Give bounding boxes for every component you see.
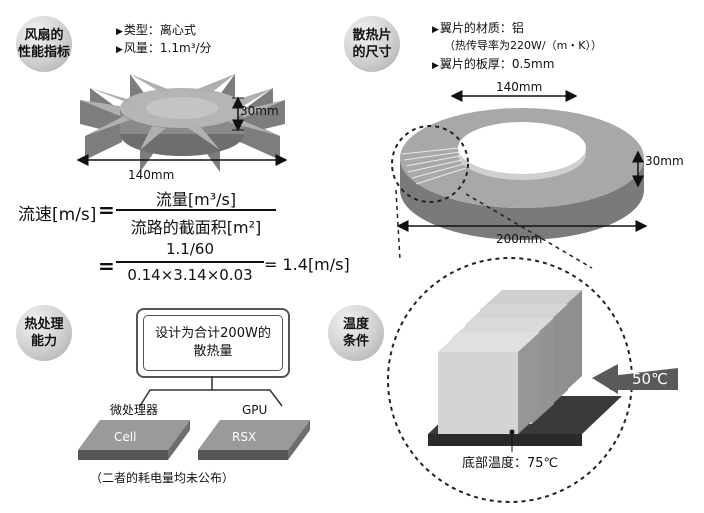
fan-width-dim: 140mm [128, 168, 175, 182]
chip2-label: GPU [242, 403, 268, 417]
airflow-temp-label: 50℃ [632, 370, 668, 388]
fraction-1-denominator: 流路的截面积[m²] [130, 218, 262, 237]
formula-result: = 1.4[m/s] [264, 255, 350, 274]
chips-illustration [78, 420, 310, 460]
heatsink-inner-dim: 140mm [496, 80, 543, 94]
formula-eq: = [98, 198, 115, 222]
fraction-2-numerator: 1.1/60 [166, 240, 214, 258]
bullet-triangle-icon: ▶ [116, 45, 123, 55]
fan-spec-airflow: ▶风量：1.1m³/分 [116, 41, 212, 55]
fan-height-dim: 30mm [240, 104, 279, 118]
fraction-2-denominator: 0.14×3.14×0.03 [127, 266, 253, 284]
power-note: （二者的耗电量均未公布） [90, 471, 235, 485]
fan-performance-badge: 风扇的 性能指标 [16, 16, 72, 72]
heatsink-ring-illustration [391, 90, 648, 240]
bullet-triangle-icon: ▶ [432, 25, 439, 35]
heatsink-spec-thickness: ▶翼片的板厚：0.5mm [432, 57, 555, 71]
formula-lhs: 流速[m/s] [18, 205, 97, 225]
bullet-triangle-icon: ▶ [432, 61, 439, 71]
fraction-1-numerator: 流量[m³/s] [155, 190, 237, 209]
chip1-label: 微处理器 [110, 403, 159, 417]
fraction-1-bar [116, 209, 276, 211]
zoom-detail-illustration [387, 190, 678, 503]
chip1-name: Cell [114, 430, 137, 444]
chip2-name: RSX [232, 430, 257, 444]
fan-illustration [76, 74, 288, 172]
formula-eq-2: = [98, 254, 115, 278]
chip-connector-lines [139, 376, 283, 407]
heatsink-outer-dim: 200mm [496, 232, 543, 246]
formula-fraction-1: 流量[m³/s] 流路的截面积[m²] [116, 186, 276, 237]
heatsink-spec-conductivity: （热传导率为220W/（m・K）） [444, 39, 603, 52]
fan-spec-type: ▶类型：离心式 [116, 23, 196, 37]
formula-fraction-2: 1.1/60 0.14×3.14×0.03 [116, 240, 264, 286]
heat-capacity-badge: 热处理 能力 [16, 305, 72, 361]
design-capacity-text: 设计为合计200W的 散热量 [143, 315, 283, 371]
heatsink-height-dim: 30mm [645, 154, 684, 168]
heatsink-spec-material: ▶翼片的材质：铝 [432, 21, 524, 35]
temperature-condition-badge: 温度 条件 [328, 305, 384, 361]
heatsink-size-badge: 散热片 的尺寸 [344, 16, 400, 72]
fraction-2-bar [116, 261, 264, 263]
base-temp-label: 底部温度：75℃ [462, 456, 559, 471]
design-capacity-box: 设计为合计200W的 散热量 [136, 308, 290, 378]
bullet-triangle-icon: ▶ [116, 27, 123, 37]
